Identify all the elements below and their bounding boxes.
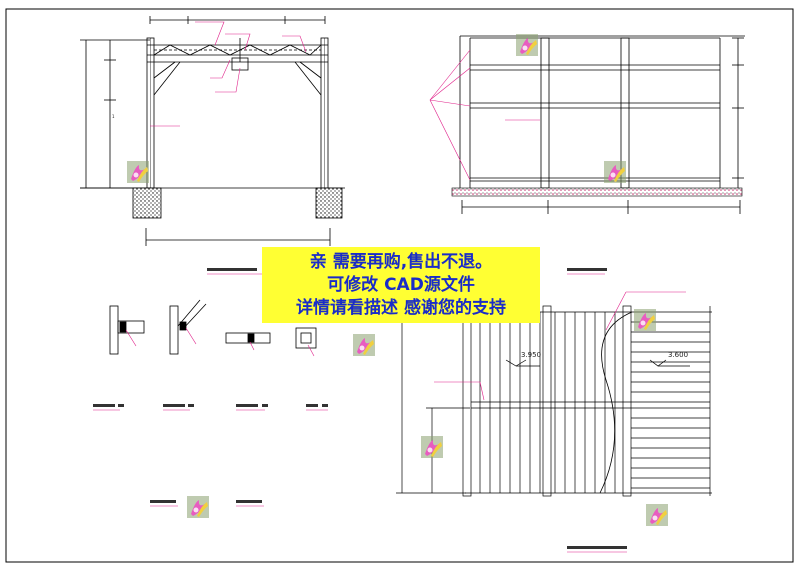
level-markers bbox=[505, 359, 690, 367]
notice-banner: 亲 需要再购,售出不退。 可修改 CAD源文件 详情请看描述 感谢您的支持 bbox=[262, 247, 540, 323]
detail-drawings bbox=[109, 299, 317, 355]
footing-left bbox=[132, 187, 162, 219]
sheet-border bbox=[5, 8, 794, 563]
plan-leaders bbox=[434, 291, 686, 401]
svg-text:1: 1 bbox=[112, 114, 115, 119]
footing-right bbox=[315, 187, 343, 219]
level-right: 3.600 bbox=[668, 351, 688, 359]
level-left: 3.950 bbox=[521, 351, 541, 359]
notice-line-1: 亲 需要再购,售出不退。 bbox=[309, 251, 493, 272]
detail-caption-marks bbox=[93, 268, 627, 549]
notice-line-2: 可修改 CAD源文件 bbox=[327, 274, 475, 295]
side-leaders bbox=[429, 49, 540, 181]
notice-line-3: 详情请看描述 感谢您的支持 bbox=[296, 297, 506, 318]
side-elevation bbox=[459, 35, 745, 214]
elevation-leaders bbox=[150, 21, 307, 127]
ground-strip bbox=[451, 187, 743, 197]
roof-plan bbox=[396, 305, 712, 497]
detail-leaders bbox=[93, 273, 627, 553]
